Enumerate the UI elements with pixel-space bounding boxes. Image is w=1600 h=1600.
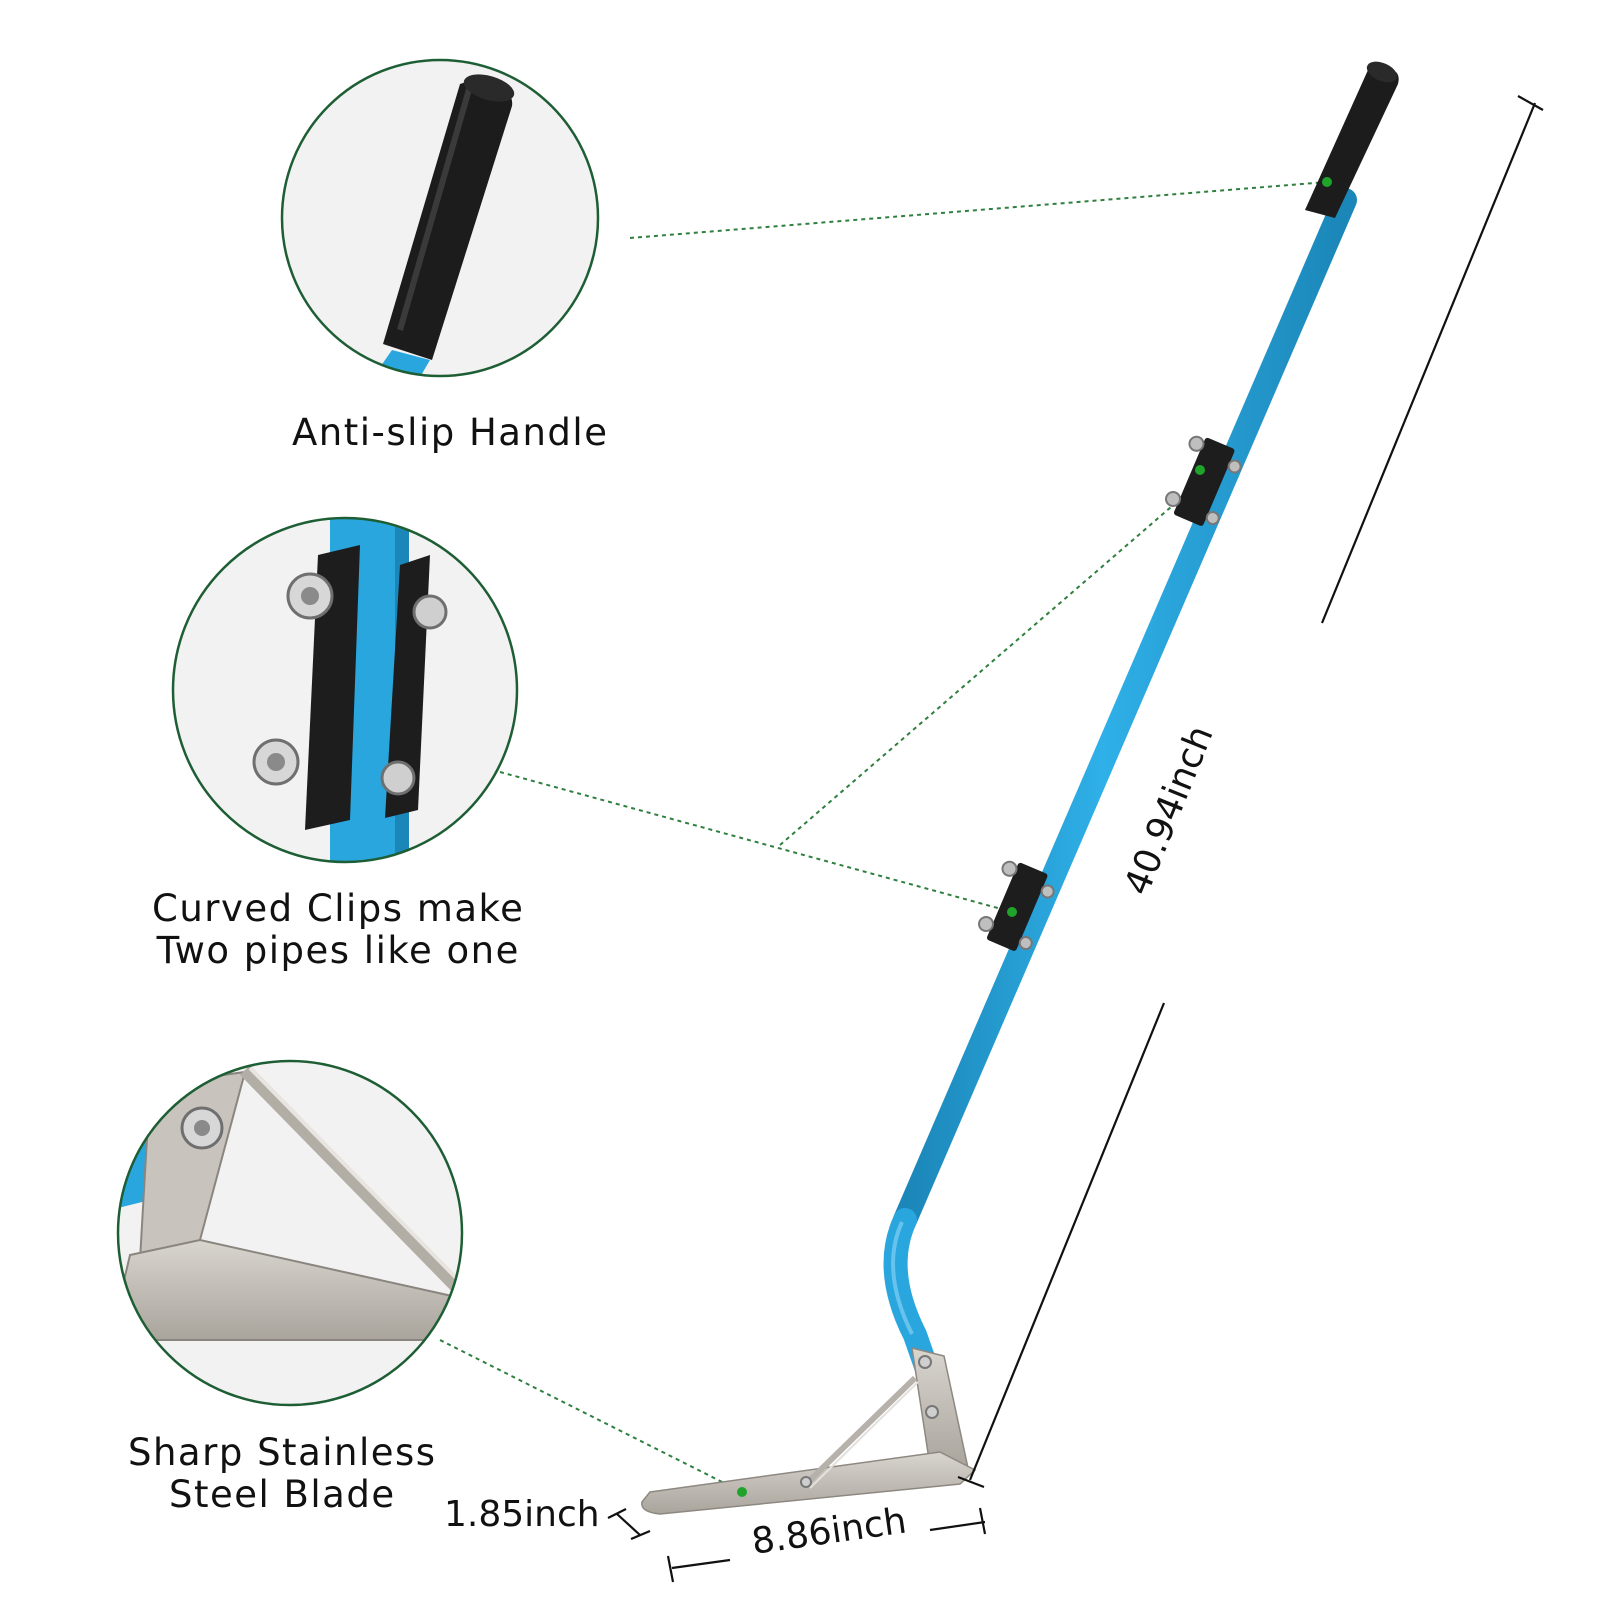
leader-line-clip-2	[779, 487, 1194, 846]
handle-caption: Anti-slip Handle	[292, 412, 608, 454]
length-dimension-lower	[968, 1002, 1166, 1481]
blade-caption-line-2: Steel Blade	[168, 1473, 396, 1516]
detail-circle-handle	[280, 58, 600, 378]
anchor-dot-handle	[1322, 177, 1332, 187]
blade-caption: Sharp Stainless Steel Blade	[128, 1432, 437, 1516]
leader-line-blade	[439, 1339, 743, 1493]
blade-width-dimension-left	[671, 1558, 731, 1570]
anchor-dot-clip-2	[1007, 907, 1017, 917]
hoe-shaft	[883, 188, 1357, 1407]
pipe-clip-icon	[1165, 435, 1242, 526]
blade-height-dimension-label: 1.85inch	[444, 1494, 600, 1535]
clips-caption: Curved Clips make Two pipes like one	[152, 888, 524, 972]
leader-line-handle	[629, 181, 1328, 239]
anchor-dots	[737, 177, 1332, 1497]
anchor-dot-blade	[737, 1487, 747, 1497]
anchor-dot-clip-1	[1195, 465, 1205, 475]
stainless-blade-icon	[641, 1346, 977, 1515]
leader-line-clip-1	[499, 771, 1006, 911]
blade-caption-line-1: Sharp Stainless	[128, 1431, 437, 1474]
clips-caption-line-1: Curved Clips make	[152, 887, 525, 930]
dimension-lines	[607, 95, 1544, 1583]
blade-width-dimension-right	[929, 1520, 986, 1532]
blade-height-dimension	[616, 1513, 641, 1536]
detail-circle-blade	[116, 1059, 464, 1407]
pipe-clip-icon	[978, 860, 1055, 951]
length-dimension-upper	[1320, 102, 1537, 624]
leader-lines	[439, 181, 1328, 1493]
clips-caption-line-2: Two pipes like one	[156, 929, 520, 972]
detail-circle-clips	[171, 516, 519, 864]
handle-caption-text: Anti-slip Handle	[292, 411, 609, 454]
